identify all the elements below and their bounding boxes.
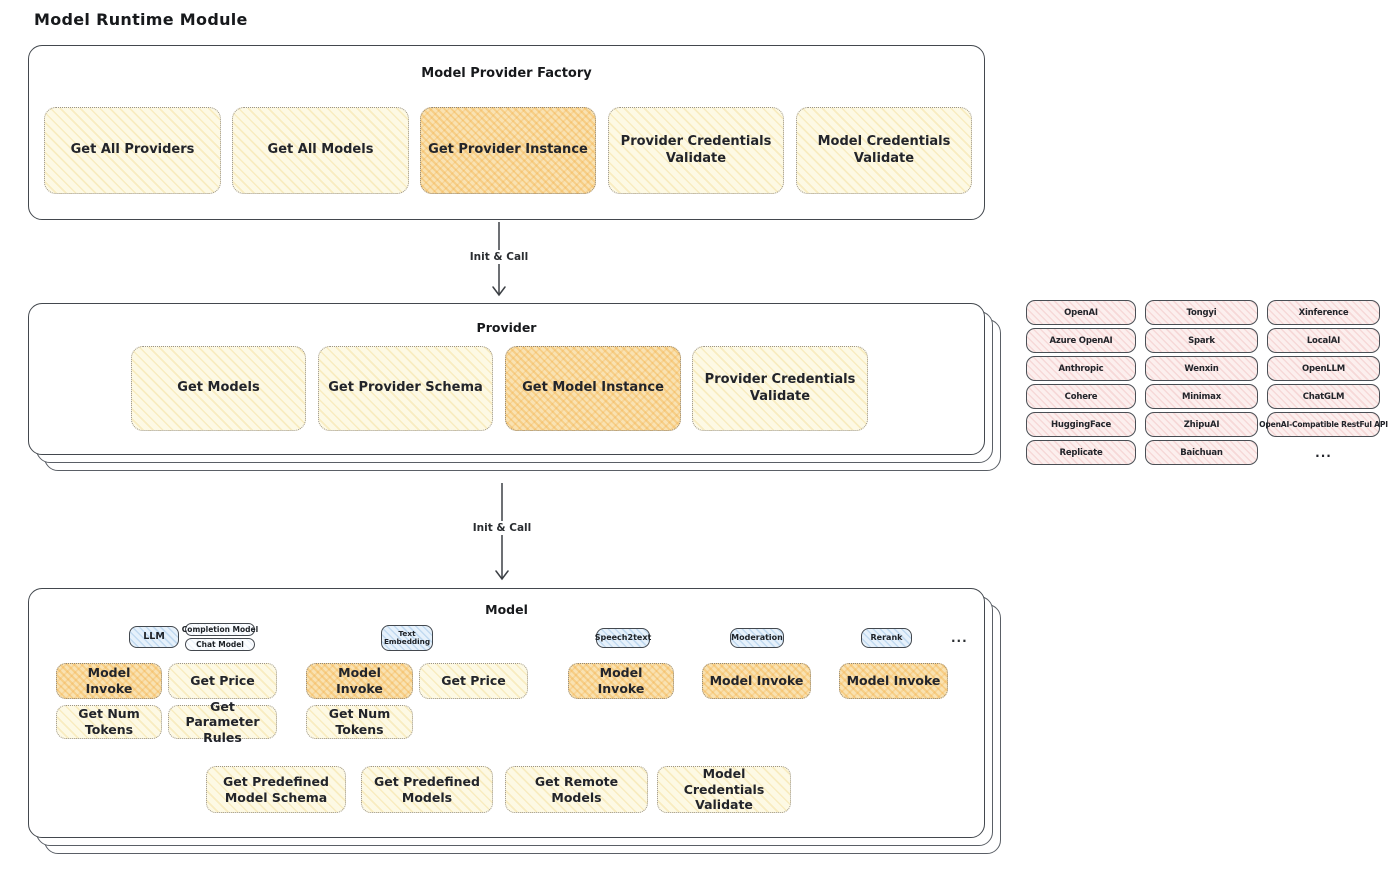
btn-get-provider-instance: Get Provider Instance [420, 107, 596, 194]
btn-model-invoke-speech2text: Model Invoke [568, 663, 674, 699]
pill-tongyi: Tongyi [1145, 300, 1258, 325]
btn-get-num-tokens-llm: Get Num Tokens [56, 705, 162, 739]
model-title: Model [485, 602, 528, 617]
pill-openai-compatible-restful-api: OpenAI-Compatible RestFul API [1259, 412, 1388, 437]
btn-provider-credentials-validate-factory: Provider Credentials Validate [608, 107, 784, 194]
arrow-label-init-call-1: Init & Call [464, 250, 534, 264]
tab-rerank: Rerank [861, 628, 912, 648]
pill-openllm: OpenLLM [1267, 356, 1380, 381]
btn-get-predefined-model-schema: Get Predefined Model Schema [206, 766, 346, 813]
btn-model-invoke-llm: Model Invoke [56, 663, 162, 699]
factory-title: Model Provider Factory [421, 66, 592, 81]
btn-model-invoke-moderation: Model Invoke [702, 663, 811, 699]
tab-completion-model: Completion Model [181, 623, 259, 636]
pill-spark: Spark [1145, 328, 1258, 353]
tabs-ellipsis: ... [951, 631, 968, 645]
pill-chatglm: ChatGLM [1267, 384, 1380, 409]
tab-text-embedding: Text Embedding [381, 625, 433, 651]
btn-get-predefined-models: Get Predefined Models [361, 766, 493, 813]
tab-chat-model: Chat Model [185, 638, 255, 651]
providers-ellipsis: ... [1315, 445, 1332, 460]
pill-anthropic: Anthropic [1026, 356, 1136, 381]
tab-speech2text: Speech2text [595, 628, 651, 648]
pill-baichuan: Baichuan [1145, 440, 1258, 465]
tab-moderation: Moderation [730, 628, 784, 648]
btn-model-invoke-embedding: Model Invoke [306, 663, 413, 699]
factory-box: Model Provider Factory Get All Providers… [28, 45, 985, 220]
providers-grid: OpenAI Tongyi Xinference Azure OpenAI Sp… [1026, 300, 1388, 465]
page-title: Model Runtime Module [34, 10, 248, 29]
btn-get-models: Get Models [131, 346, 306, 431]
pill-xinference: Xinference [1267, 300, 1380, 325]
pill-huggingface: HuggingFace [1026, 412, 1136, 437]
btn-get-provider-schema: Get Provider Schema [318, 346, 493, 431]
pill-minimax: Minimax [1145, 384, 1258, 409]
btn-model-credentials-validate-model: Model Credentials Validate [657, 766, 791, 813]
btn-get-parameter-rules: Get Parameter Rules [168, 699, 277, 745]
btn-model-credentials-validate-factory: Model Credentials Validate [796, 107, 972, 194]
btn-get-remote-models: Get Remote Models [505, 766, 648, 813]
pill-openai: OpenAI [1026, 300, 1136, 325]
arrow-label-init-call-2: Init & Call [467, 521, 537, 535]
btn-get-price-embedding: Get Price [419, 663, 528, 699]
model-box: Model LLM Completion Model Chat Model Te… [28, 588, 985, 838]
btn-get-model-instance: Get Model Instance [505, 346, 681, 431]
btn-get-num-tokens-embedding: Get Num Tokens [306, 705, 413, 739]
pill-localai: LocalAI [1267, 328, 1380, 353]
tab-llm: LLM [129, 626, 179, 648]
btn-get-all-models: Get All Models [232, 107, 409, 194]
provider-title: Provider [476, 320, 537, 335]
btn-get-all-providers: Get All Providers [44, 107, 221, 194]
btn-model-invoke-rerank: Model Invoke [839, 663, 948, 699]
pill-cohere: Cohere [1026, 384, 1136, 409]
btn-provider-credentials-validate-provider: Provider Credentials Validate [692, 346, 868, 431]
pill-zhipuai: ZhipuAI [1145, 412, 1258, 437]
pill-wenxin: Wenxin [1145, 356, 1258, 381]
btn-get-price-llm: Get Price [168, 663, 277, 699]
provider-box: Provider Get Models Get Provider Schema … [28, 303, 985, 455]
pill-azure-openai: Azure OpenAI [1026, 328, 1136, 353]
pill-replicate: Replicate [1026, 440, 1136, 465]
